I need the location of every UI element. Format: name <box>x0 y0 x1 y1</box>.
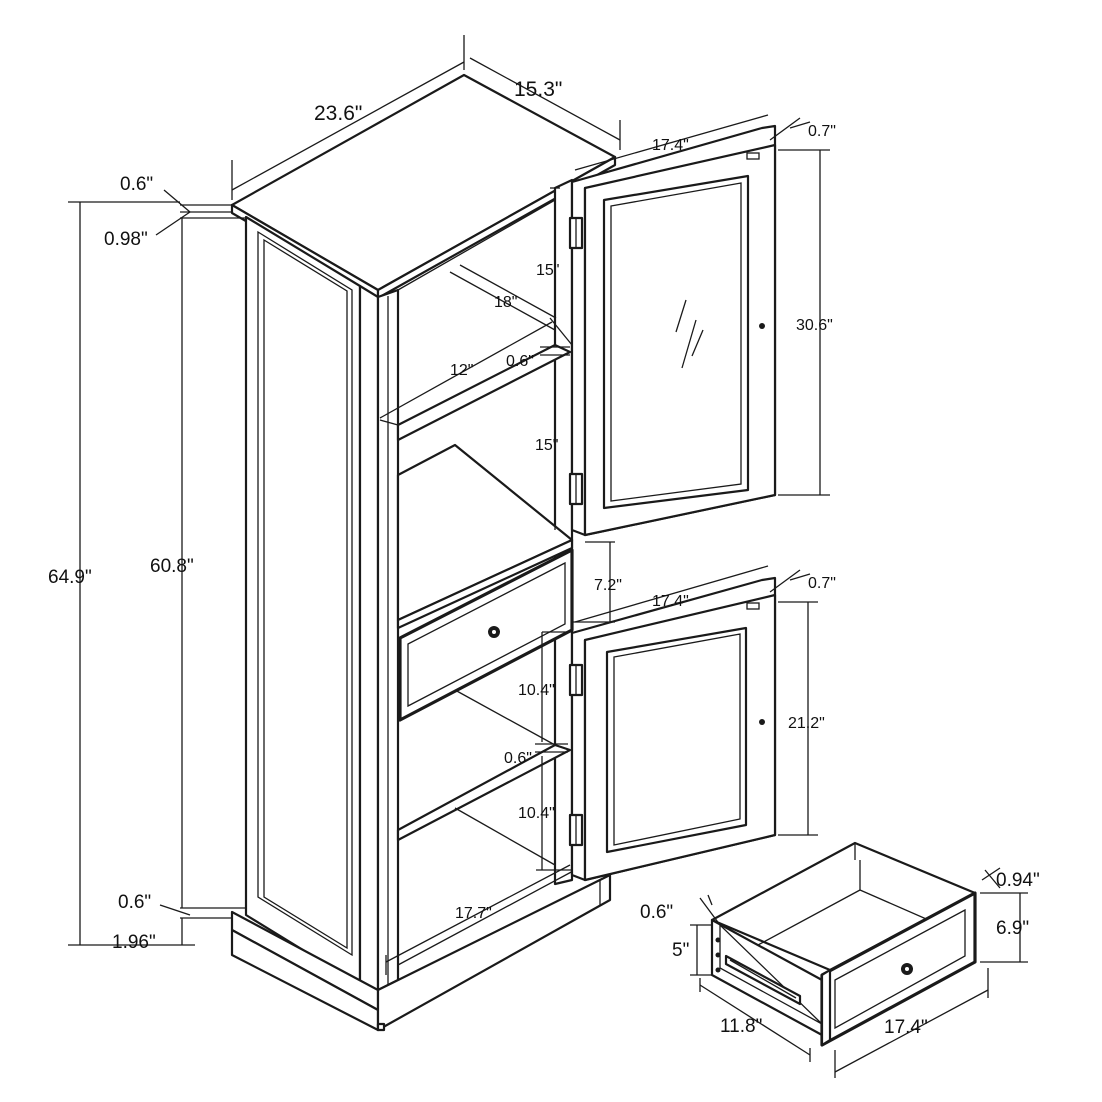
label-interior-width: 17.7" <box>455 905 492 922</box>
label-drawer-side-thickness: 0.6" <box>640 902 673 923</box>
label-upper-door-thickness: 0.7" <box>808 123 836 140</box>
label-shelf-upper-space: 15" <box>536 262 559 279</box>
label-base-height: 1.96" <box>112 932 156 953</box>
door-knob-icon <box>759 323 765 329</box>
label-drawer-inner-height: 5" <box>672 940 689 961</box>
cabinet <box>230 73 617 1032</box>
label-lower-door-thickness: 0.7" <box>808 575 836 592</box>
label-lower-space-bottom: 10.4" <box>518 805 555 822</box>
round-knob-icon <box>488 626 500 638</box>
label-base-gap: 0.6" <box>118 892 151 913</box>
label-top-width: 23.6" <box>314 102 362 125</box>
label-upper-door-width: 17.4" <box>652 137 689 154</box>
label-shelf-middle-space: 15" <box>535 437 558 454</box>
label-shelf-width: 12" <box>450 362 473 379</box>
cabinet-drawer-front <box>398 548 574 722</box>
label-upper-door-height: 30.6" <box>796 317 833 334</box>
drawer-detail <box>710 841 977 1047</box>
label-body-height: 60.8" <box>150 556 194 577</box>
label-drawer-opening: 7.2" <box>594 577 622 594</box>
cabinet-base <box>230 873 612 1032</box>
round-knob-icon <box>901 963 913 975</box>
label-drawer-height: 6.9" <box>996 918 1029 939</box>
label-drawer-depth: 11.8" <box>720 1016 762 1037</box>
label-top-thickness: 0.6" <box>120 174 153 195</box>
lower-door <box>568 576 777 882</box>
label-lower-door-height: 21.2" <box>788 715 825 732</box>
latch-icon <box>746 152 760 160</box>
drawer-slide-icon <box>724 954 802 1006</box>
label-top-overhang: 0.98" <box>104 229 148 250</box>
label-shelf-depth: 18" <box>494 294 517 311</box>
cabinet-front-stile <box>358 284 400 992</box>
upper-door <box>568 124 777 537</box>
cabinet-left-side <box>244 215 362 987</box>
label-lower-space-top: 10.4" <box>518 682 555 699</box>
label-drawer-front-thickness: 0.94" <box>996 870 1040 891</box>
dimension-labels: 23.6" 15.3" 0.6" 0.98" 64.9" 60.8" 0.6" … <box>48 78 1040 1038</box>
label-top-depth: 15.3" <box>514 78 562 101</box>
label-drawer-width: 17.4" <box>884 1017 928 1038</box>
label-shelf-thickness-upper: 0.6" <box>506 353 534 370</box>
label-total-height: 64.9" <box>48 567 92 588</box>
latch-icon <box>746 602 760 610</box>
glass-reflection-icon <box>675 299 704 369</box>
cabinet-interior <box>379 199 576 966</box>
label-shelf-thickness-lower: 0.6" <box>504 750 532 767</box>
label-lower-door-width: 17.4" <box>652 593 689 610</box>
hinge-icon <box>568 663 584 847</box>
dimension-lines <box>68 35 1028 1078</box>
door-knob-icon <box>759 719 765 725</box>
hinge-icon <box>568 216 584 506</box>
